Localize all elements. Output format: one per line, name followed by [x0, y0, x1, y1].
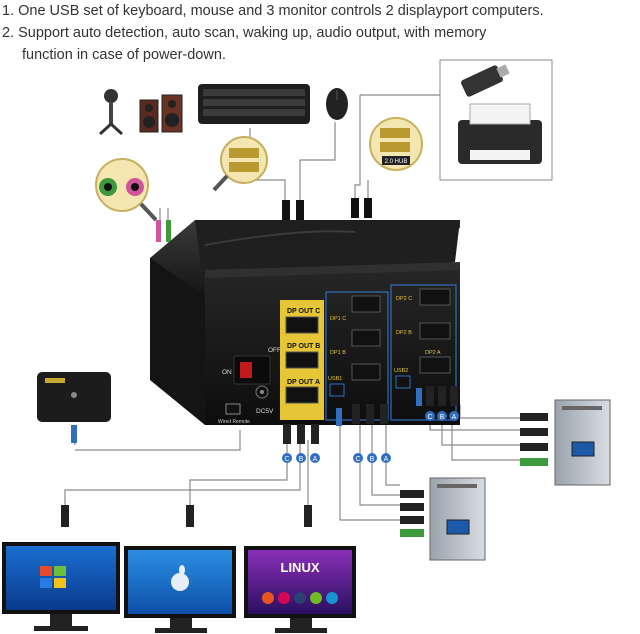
computer-1-icon	[520, 399, 611, 486]
dpout-c-label: DP OUT C	[287, 308, 320, 315]
audio-jack-closeup-icon	[95, 158, 158, 222]
tag-m-c: C	[284, 456, 289, 463]
linux-text: LINUX	[281, 560, 320, 575]
dp1-c-label: DP1 C	[330, 316, 346, 322]
monitor-plugs-icon	[61, 505, 312, 527]
flash-drive-icon	[461, 64, 510, 97]
tag-m-b: B	[299, 456, 304, 463]
note-line-2b: function in case of power-down.	[22, 47, 226, 63]
usb-plugs-kbm-icon	[282, 200, 304, 220]
dp2-c-label: DP2 C	[396, 296, 412, 302]
microphone-icon	[98, 89, 124, 136]
pc1-dp-ports	[329, 295, 381, 397]
kvm-bottom-plugs-icon	[283, 386, 458, 444]
monitor-1-icon	[2, 542, 120, 631]
monitor-2-icon	[124, 546, 236, 633]
usb2-label: USB2	[394, 368, 408, 374]
tag-p2-b: B	[370, 456, 375, 463]
os-logos-icon	[262, 592, 338, 604]
usb-hub-closeup-icon: 2.0 HUB	[369, 117, 423, 171]
tag-p1-a: A	[452, 414, 457, 421]
usb-port-closeup-icon	[212, 136, 268, 192]
dpout-a-label: DP OUT A	[287, 379, 320, 386]
dp2-b-label: DP2 B	[396, 330, 412, 336]
dp1-b-label: DP1 B	[330, 350, 346, 356]
usb1-label: USB1	[328, 376, 342, 382]
wired-remote-icon[interactable]	[37, 372, 111, 443]
printer-panel	[439, 59, 553, 181]
cable-tags-pc1: C B A	[425, 411, 459, 421]
speakers-icon	[139, 94, 183, 133]
cable-tags-monitors: C B A	[282, 453, 320, 463]
usb-plugs-hub-icon	[351, 198, 372, 218]
dc-power-port	[255, 385, 269, 399]
tag-p2-a: A	[384, 456, 389, 463]
note-line-2: 2. Support auto detection, auto scan, wa…	[2, 25, 487, 41]
power-label: DC5V	[256, 408, 274, 415]
wired-remote-port	[225, 403, 241, 415]
tag-p1-b: B	[440, 414, 445, 421]
cable-tags-pc2: C B A	[353, 453, 391, 463]
printer-icon	[458, 103, 542, 164]
pc2-dp-ports	[395, 288, 451, 389]
tag-m-a: A	[313, 456, 318, 463]
switch-off-label: OFF	[268, 347, 281, 354]
wired-remote-label: Wired Remote	[218, 419, 250, 425]
note-line-1: 1. One USB set of keyboard, mouse and 3 …	[2, 3, 544, 19]
dp-out-ports	[285, 316, 319, 404]
pc2-input-panel	[390, 284, 457, 421]
tag-p2-c: C	[355, 456, 360, 463]
mouse-icon	[326, 88, 348, 120]
audio-plugs-icon	[156, 220, 171, 242]
keyboard-icon	[198, 84, 310, 124]
switch-on-label: ON	[222, 369, 232, 376]
power-switch[interactable]	[233, 355, 271, 385]
monitor-3-icon: LINUX	[244, 546, 356, 633]
tag-p1-c: C	[427, 414, 432, 421]
apple-logo-icon	[171, 565, 189, 591]
computer-2-icon	[400, 477, 486, 561]
windows-logo-icon	[40, 566, 66, 588]
dp2-a-label: DP2 A	[425, 350, 441, 356]
feature-notes: 1. One USB set of keyboard, mouse and 3 …	[2, 0, 638, 66]
dpout-b-label: DP OUT B	[287, 343, 320, 350]
kvm-switch: ON OFF DC5V Wired Remote DP OUT C DP OUT…	[150, 220, 460, 425]
hub-label: 2.0 HUB	[385, 159, 408, 165]
